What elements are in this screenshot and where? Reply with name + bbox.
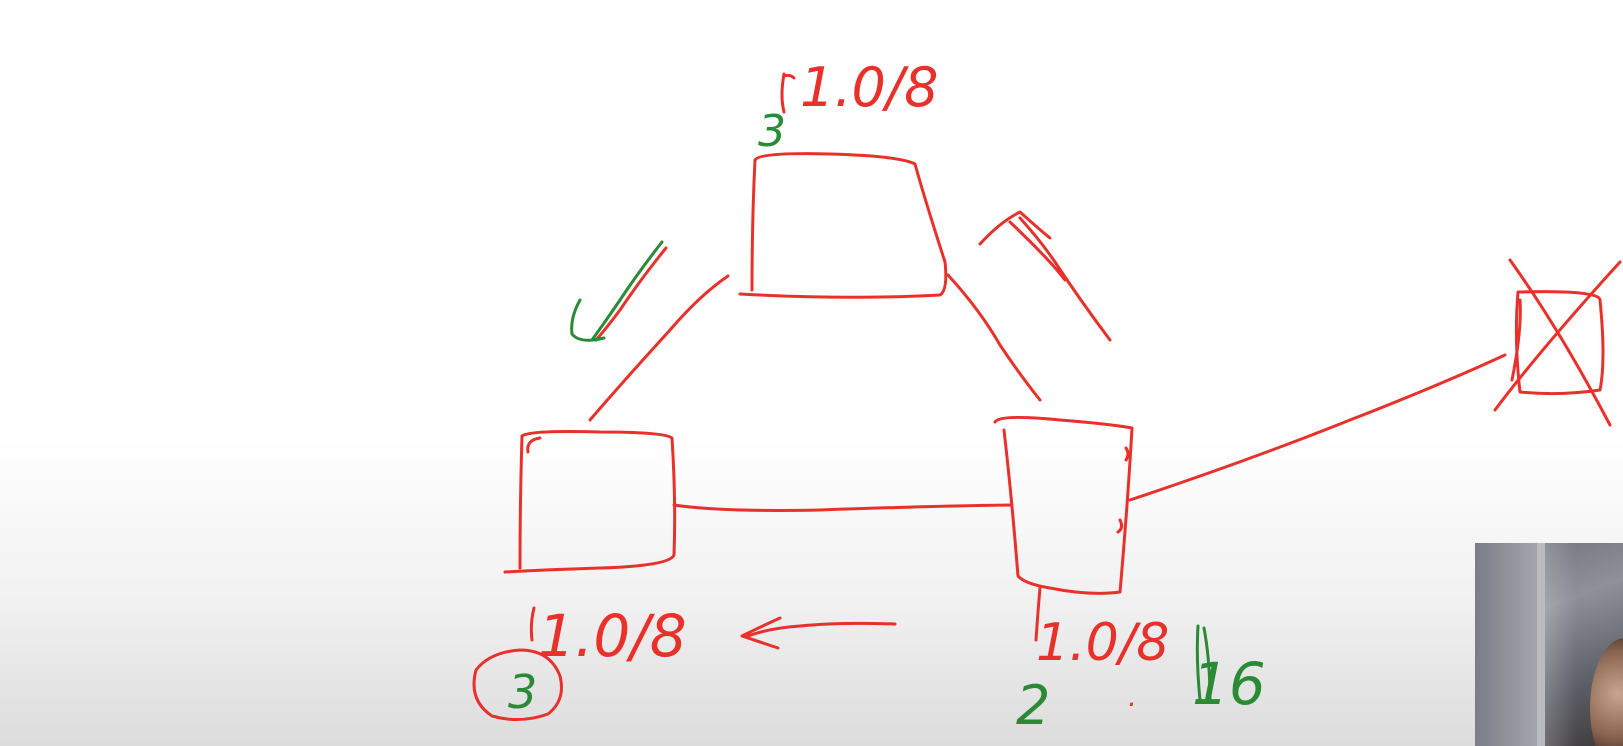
value-highlight-right xyxy=(1195,624,1212,702)
presenter-avatar xyxy=(1590,638,1623,746)
edge-top-right xyxy=(946,273,1042,402)
right-value-label: 16 xyxy=(1192,650,1266,718)
arrow-down-left-icon xyxy=(570,240,664,342)
tick-right xyxy=(1034,586,1042,642)
left-weight-label: 1.0/8 xyxy=(538,602,687,670)
arrow-up-right-icon xyxy=(978,210,1112,342)
tick-top xyxy=(780,72,796,114)
left-count-label: 3 xyxy=(508,665,537,719)
webcam-background xyxy=(1475,543,1545,746)
bottom-left-node xyxy=(503,430,677,574)
crossed-out-node xyxy=(1493,258,1622,427)
right-dot-label: . xyxy=(1128,680,1137,713)
top-node xyxy=(738,152,948,299)
tick-left xyxy=(529,606,536,642)
edge-top-left xyxy=(588,274,730,422)
arrow-down-left-shadow xyxy=(594,246,668,342)
count-circle-left xyxy=(472,648,563,721)
arrow-left-icon xyxy=(740,616,897,650)
webcam-light xyxy=(1537,543,1577,746)
edge-to-crossed-node xyxy=(1128,353,1507,502)
webcam-feed xyxy=(1475,543,1623,746)
edge-bottom xyxy=(672,503,1014,512)
top-weight-label: 1.0/8 xyxy=(800,56,938,119)
right-count-label: 2 xyxy=(1016,674,1050,737)
bottom-right-node xyxy=(993,415,1134,595)
right-weight-label: 1.0/8 xyxy=(1036,613,1169,673)
top-count-label: 3 xyxy=(758,106,786,157)
